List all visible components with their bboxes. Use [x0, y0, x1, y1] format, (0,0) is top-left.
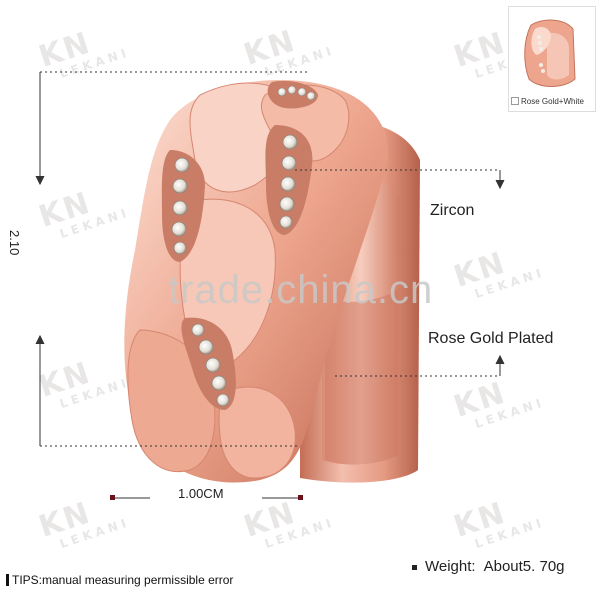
color-option[interactable]: Rose Gold+White	[511, 97, 584, 106]
color-option-label: Rose Gold+White	[521, 97, 584, 106]
height-dimension-line	[35, 71, 310, 447]
bullet-icon	[412, 564, 417, 570]
plating-pointer	[335, 354, 505, 377]
width-dimension-line	[110, 495, 303, 500]
checkbox-icon[interactable]	[511, 97, 519, 105]
color-option-thumbnail[interactable]: Rose Gold+White	[508, 6, 596, 112]
tips-note: TIPS:manual measuring permissible error	[6, 573, 233, 587]
zircon-stones	[171, 85, 316, 407]
stone-channel	[267, 80, 318, 109]
height-label: 2.10	[7, 230, 22, 256]
weight-info: Weight: About5. 70g	[412, 558, 565, 575]
plating-label: Rose Gold Plated	[428, 330, 554, 347]
zircon-label: Zircon	[430, 202, 475, 219]
weight-value: About5. 70g	[483, 558, 565, 575]
weight-label: Weight:	[425, 558, 476, 575]
tips-marker-icon	[6, 574, 9, 586]
zircon-pointer	[295, 169, 505, 190]
tips-text: TIPS:manual measuring permissible error	[12, 573, 234, 587]
width-label: 1.00CM	[178, 486, 224, 501]
ring-thumbnail	[524, 19, 576, 87]
ring-lobe	[218, 386, 296, 479]
site-watermark: trade.china.cn	[168, 268, 434, 312]
ring-inner-shadow	[325, 290, 398, 465]
